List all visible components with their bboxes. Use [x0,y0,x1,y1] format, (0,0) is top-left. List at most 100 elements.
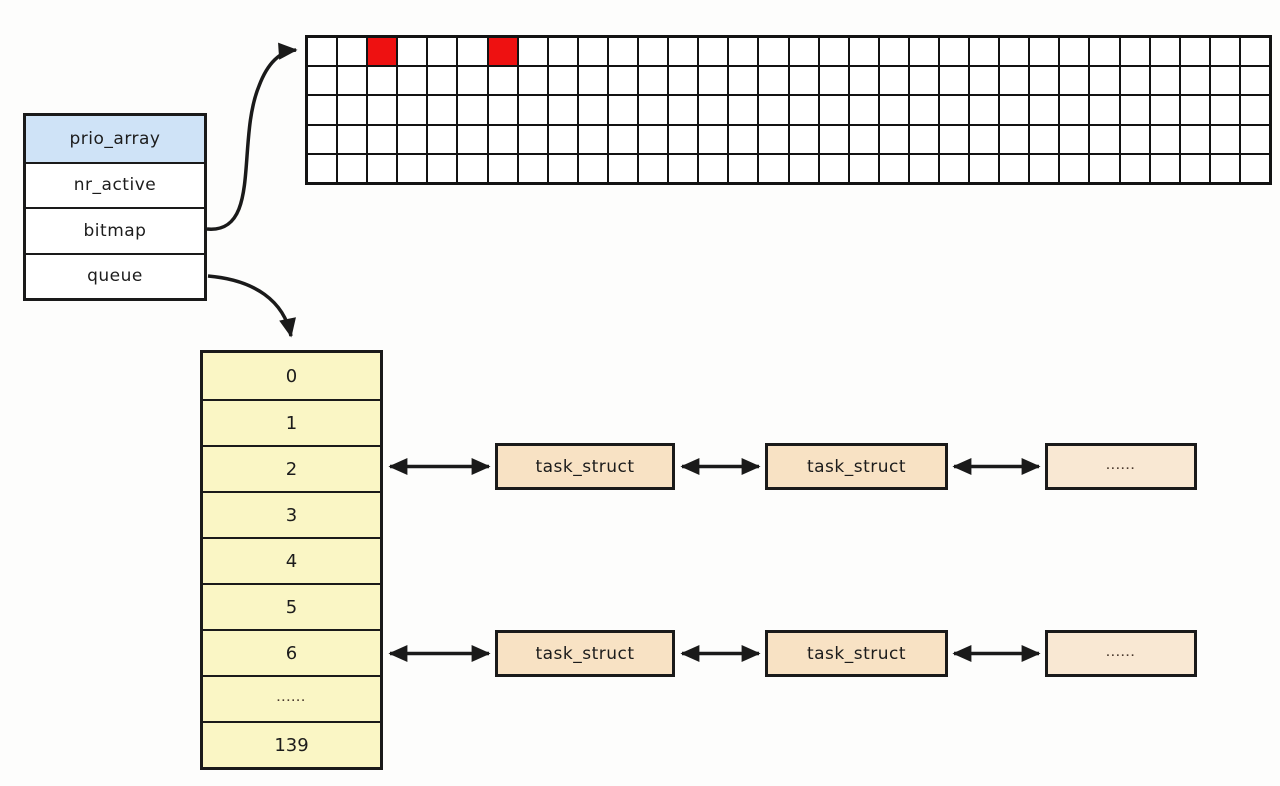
struct-row-queue: queue [26,252,204,299]
bitmap-cell [457,153,488,183]
bitmap-cell [698,95,729,125]
bitmap-cell [878,153,909,183]
bitmap-cell [728,37,759,67]
bitmap-cell [337,66,368,96]
bitmap-cell [1089,124,1120,154]
bitmap-cell [1239,124,1270,154]
bitmap-cell [1149,153,1180,183]
bitmap-cell [397,37,428,67]
bitmap-cell [668,37,699,67]
bitmap-cell [427,124,458,154]
bitmap-cell [638,153,669,183]
bitmap-cell [1089,66,1120,96]
bitmap-cell [668,124,699,154]
bitmap-cell [1089,153,1120,183]
bitmap-cell [1059,153,1090,183]
bitmap-cell [307,124,338,154]
bitmap-cell [307,37,338,67]
struct-row-nr-active: nr_active [26,161,204,208]
bitmap-cell [698,37,729,67]
queue-cell-4: 4 [203,537,380,583]
bitmap-cell [517,37,548,67]
bitmap-cell [517,95,548,125]
task-list-ellipsis-box: ...... [1045,443,1197,490]
bitmap-cell [1149,95,1180,125]
task-struct-box: task_struct [765,443,948,490]
bitmap-cell [758,37,789,67]
bitmap-cell [788,95,819,125]
bitmap-cell [698,66,729,96]
bitmap-cell [607,37,639,67]
task-struct-box: task_struct [495,630,675,677]
bitmap-cell [878,124,909,154]
queue-cell-1: 1 [203,399,380,445]
bitmap-cell [1029,66,1060,96]
queue-cell-139: 139 [203,721,380,767]
queue-cell-ellipsis: ...... [203,675,380,721]
bitmap-cell [908,124,939,154]
bitmap-cell [969,153,1000,183]
bitmap-cell [969,66,1000,96]
bitmap-cell [788,66,819,96]
bitmap-cell [547,66,578,96]
bitmap-cell [487,124,518,154]
bitmap-cell [1119,37,1150,67]
bitmap-cell [337,37,368,67]
task-struct-box: task_struct [765,630,948,677]
bitmap-cell [1179,95,1210,125]
queue-cell-2: 2 [203,445,380,491]
bitmap-cell [938,37,970,67]
bitmap-cell [517,124,548,154]
bitmap-cell [1239,153,1270,183]
bitmap-cell [638,37,669,67]
bitmap-cell [457,95,488,125]
bitmap-cell [1119,95,1150,125]
bitmap-cell [848,37,879,67]
bitmap-cell [1179,66,1210,96]
bitmap-cell [638,95,669,125]
queue-pointer-arrow [207,274,296,338]
bitmap-cell [848,124,879,154]
bitmap-cell [547,95,578,125]
bitmap-cell [307,95,338,125]
bitmap-cell [758,124,789,154]
bitmap-cell [878,66,909,96]
bitmap-cell [1179,153,1210,183]
bitmap-cell [307,153,338,183]
bitmap-cell [1209,95,1240,125]
bitmap-cell [969,37,1000,67]
bitmap-cell [1029,37,1060,67]
bitmap-cell [818,66,849,96]
bitmap-cell [848,153,879,183]
bitmap-cell [427,66,458,96]
bitmap-cell [1209,153,1240,183]
bitmap-cell [547,37,578,67]
bitmap-cell [307,66,338,96]
queue-cell-6: 6 [203,629,380,675]
bitmap-cell [728,66,759,96]
bitmap-cell [397,95,428,125]
bitmap-cell [1059,124,1090,154]
bitmap-cell [577,37,608,67]
bitmap-cell [1149,124,1180,154]
bitmap-cell [1089,37,1120,67]
bitmap-cell [728,124,759,154]
bitmap-cell [607,124,639,154]
bitmap-cell [577,153,608,183]
bitmap-cell [607,66,639,96]
bitmap-cell [1209,66,1240,96]
bitmap-cell [788,124,819,154]
bitmap-cell [999,66,1030,96]
bitmap-cell [818,95,849,125]
bitmap-cell [1239,95,1270,125]
bitmap-cell [337,95,368,125]
struct-row-bitmap: bitmap [26,207,204,253]
bitmap-cell [668,95,699,125]
bitmap-cell [1209,124,1240,154]
bitmap-cell [607,153,639,183]
bitmap-cell [938,124,970,154]
bitmap-cell [999,153,1030,183]
bitmap-cell [487,153,518,183]
priority-queue-array: 0 1 2 3 4 5 6 ...... 139 [200,350,383,770]
